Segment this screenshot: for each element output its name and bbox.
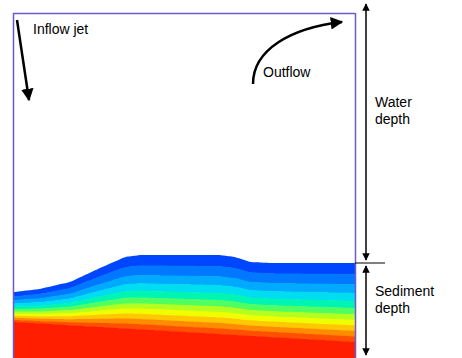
sediment-band — [14, 322, 355, 358]
outflow-arrow — [253, 22, 342, 84]
sediment-layers — [14, 255, 355, 358]
label-text: Inflow jet — [33, 21, 123, 38]
dimension-arrow — [365, 266, 367, 355]
label-text: Outflow — [263, 64, 343, 81]
tank-wall — [355, 13, 357, 358]
dimension-tick — [355, 263, 385, 264]
inflow-arrow — [17, 20, 29, 100]
dimension-arrow — [365, 4, 367, 260]
tank-wall — [13, 13, 15, 358]
tank-wall — [13, 13, 355, 15]
label-text: Sediment depth — [375, 283, 445, 317]
label-text: Water depth — [375, 94, 430, 128]
